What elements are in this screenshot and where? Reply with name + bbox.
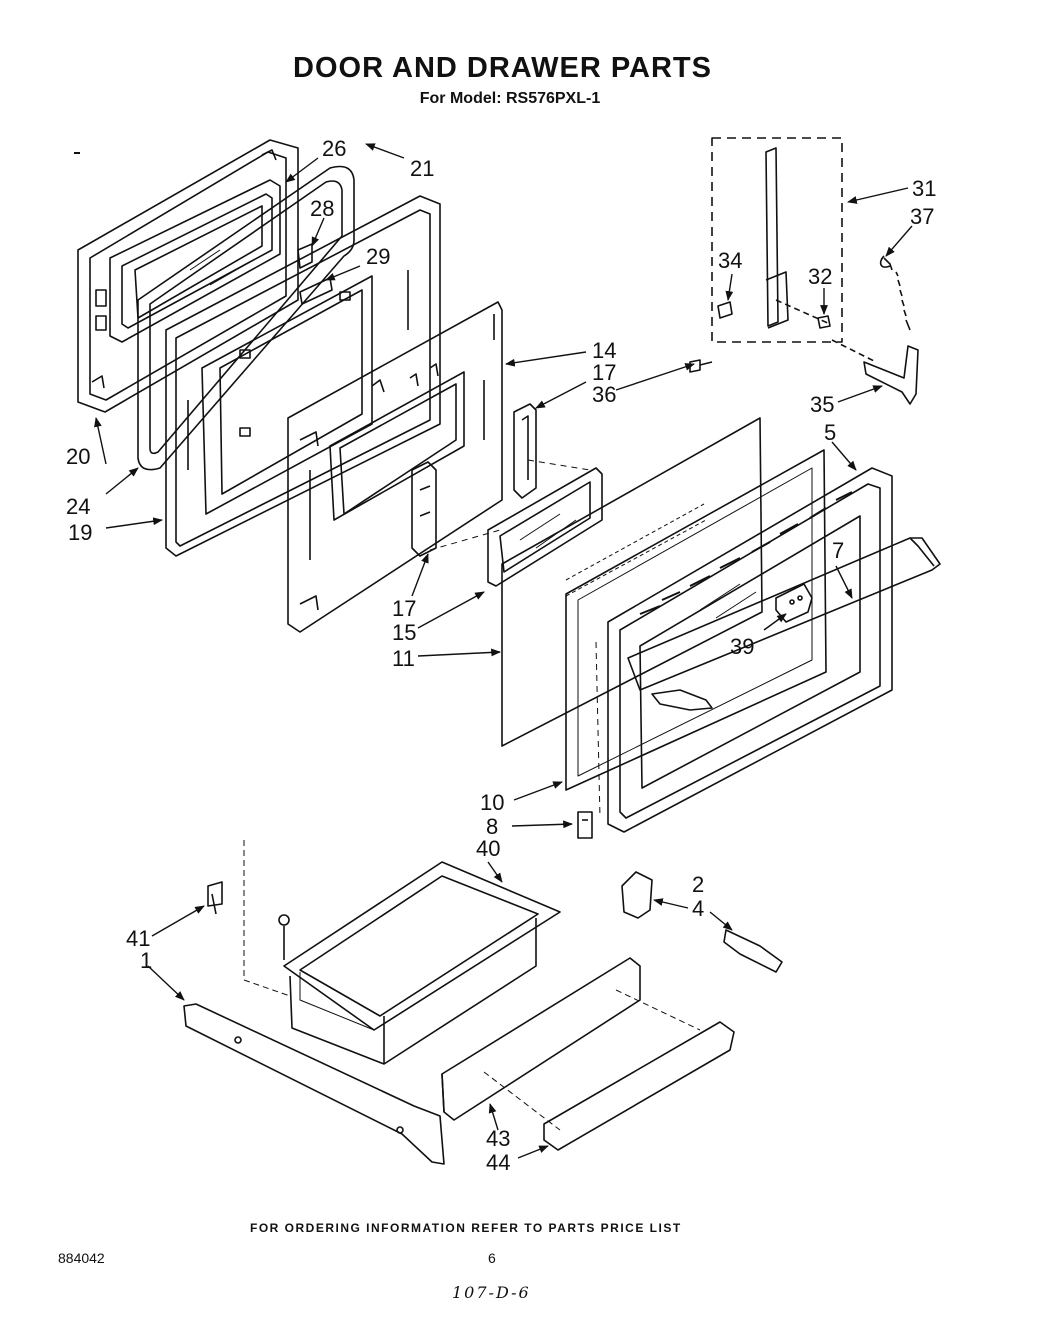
callout-10: 10	[480, 790, 504, 815]
alignment-lines	[429, 459, 601, 819]
door-liner-part-20	[77, 139, 299, 413]
callout-35: 35	[810, 392, 834, 417]
callout-21: 21	[410, 156, 434, 181]
drawer-clip-part-41	[207, 840, 291, 997]
callout-44: 44	[486, 1150, 510, 1175]
hinge-arm-part-35	[831, 339, 919, 405]
callout-31: 31	[912, 176, 936, 201]
handle-bracket-part-39	[775, 583, 813, 623]
callout-5: 5	[824, 420, 836, 445]
callout-19: 19	[68, 520, 92, 545]
callout-20: 20	[66, 444, 90, 469]
callout-34: 34	[718, 248, 742, 273]
callout-36: 36	[592, 382, 616, 407]
hinge-block-part-8	[577, 811, 593, 839]
drawer-part-40	[283, 861, 561, 1065]
callout-2: 2	[692, 872, 704, 897]
page-number: 6	[488, 1250, 496, 1266]
door-handle-part-7	[627, 537, 941, 691]
latch-bracket-part-29	[299, 277, 333, 305]
callout-37: 37	[910, 204, 934, 229]
inner-glass-part-15	[487, 467, 603, 587]
callout-11: 11	[392, 646, 415, 671]
callout-26: 26	[322, 136, 346, 161]
door-panel-part-10	[565, 449, 827, 791]
handwritten-note: 107-D-6	[452, 1283, 531, 1302]
outer-door-part-5	[607, 467, 893, 833]
callout-14: 14	[592, 338, 616, 363]
hinge-clip-part-28	[297, 243, 313, 269]
callout-8: 8	[486, 814, 498, 839]
callout-labels: 21 26 28 29 31 37 34 32 14 17 36 35 5 7 …	[66, 136, 936, 1175]
callout-17-upper: 17	[592, 360, 616, 385]
drawer-glide-part-2	[621, 871, 653, 919]
document-number: 884042	[58, 1250, 105, 1266]
callout-41: 41	[126, 926, 150, 951]
model-subtitle: For Model: RS576PXL-1	[419, 90, 601, 107]
glass-panel-part-11	[501, 417, 763, 747]
drawer-trim-part-44	[483, 1021, 735, 1151]
pin-part-34	[717, 301, 733, 319]
side-spacer-part-17-upper	[513, 403, 537, 499]
callout-39: 39	[730, 634, 754, 659]
callout-15: 15	[392, 620, 416, 645]
callout-43: 43	[486, 1126, 510, 1151]
callout-32: 32	[808, 264, 832, 289]
callout-1: 1	[140, 948, 152, 973]
callout-29: 29	[366, 244, 390, 269]
callout-24: 24	[66, 494, 90, 519]
callout-28: 28	[310, 196, 334, 221]
door-baffle-part-14	[287, 301, 503, 633]
hinge-assembly-part-31	[711, 137, 843, 343]
drawer-front-part-43	[441, 957, 701, 1121]
callout-7: 7	[832, 538, 844, 563]
callout-40: 40	[476, 836, 500, 861]
callout-4: 4	[692, 896, 704, 921]
leader-arrows	[94, 143, 913, 1159]
drawer-rail-part-1	[183, 1003, 445, 1165]
inner-door-panel-part-19	[165, 195, 441, 557]
ordering-note: FOR ORDERING INFORMATION REFER TO PARTS …	[250, 1221, 682, 1235]
drawer-screw	[278, 914, 290, 960]
screw-part-36	[689, 359, 713, 373]
window-assembly-part-26	[109, 179, 281, 343]
page-title: DOOR AND DRAWER PARTS	[293, 52, 712, 84]
center-spacer-part-17-lower	[411, 461, 437, 557]
nut-part-32	[817, 315, 831, 329]
callout-17-lower: 17	[392, 596, 416, 621]
drawer-glide-part-4	[723, 929, 783, 973]
hinge-spring-part-37	[879, 255, 911, 331]
door-gasket-part-24	[137, 165, 355, 471]
